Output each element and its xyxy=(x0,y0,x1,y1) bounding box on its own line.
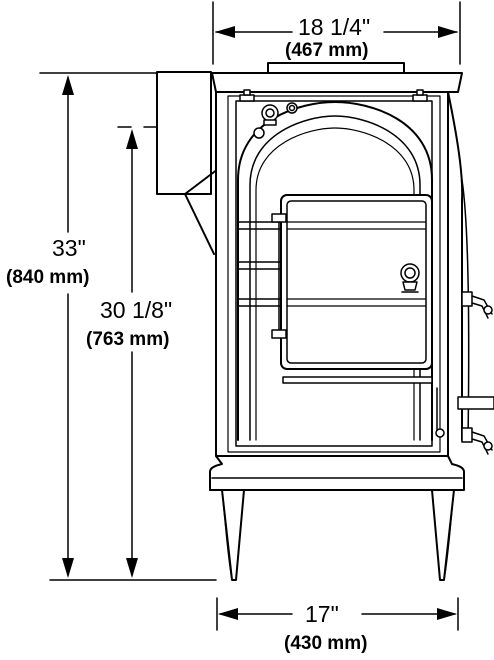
total-height-imperial-label: 33" xyxy=(52,235,86,261)
stove-legs xyxy=(221,489,455,581)
top-width-imperial-label: 18 1/4" xyxy=(298,14,371,40)
top-plate xyxy=(211,62,463,93)
side-controls xyxy=(461,291,493,455)
top-width-metric-label: (467 mm) xyxy=(285,40,369,61)
door-hinges xyxy=(271,213,287,339)
base-width-dimension-lines xyxy=(216,597,459,631)
stove-base xyxy=(209,455,465,491)
flue-height-dimension-lines xyxy=(117,126,193,578)
flue-height-imperial-label: 30 1/8" xyxy=(100,297,173,323)
glass-door xyxy=(280,194,433,370)
total-height-metric-label: (840 mm) xyxy=(6,267,90,288)
ash-door-latch xyxy=(431,387,445,438)
top-air-control xyxy=(253,102,298,139)
flue-collar xyxy=(156,71,223,255)
side-profile xyxy=(447,91,494,441)
arch-door-frame xyxy=(237,101,433,441)
door-handle xyxy=(400,263,420,293)
base-width-metric-label: (430 mm) xyxy=(284,633,368,654)
flue-height-metric-label: (763 mm) xyxy=(86,329,170,350)
base-width-imperial-label: 17" xyxy=(305,601,339,627)
total-height-dimension-lines xyxy=(39,72,217,581)
top-bolts xyxy=(239,89,428,102)
ash-lip xyxy=(282,376,433,384)
top-width-dimension-lines xyxy=(212,1,461,65)
